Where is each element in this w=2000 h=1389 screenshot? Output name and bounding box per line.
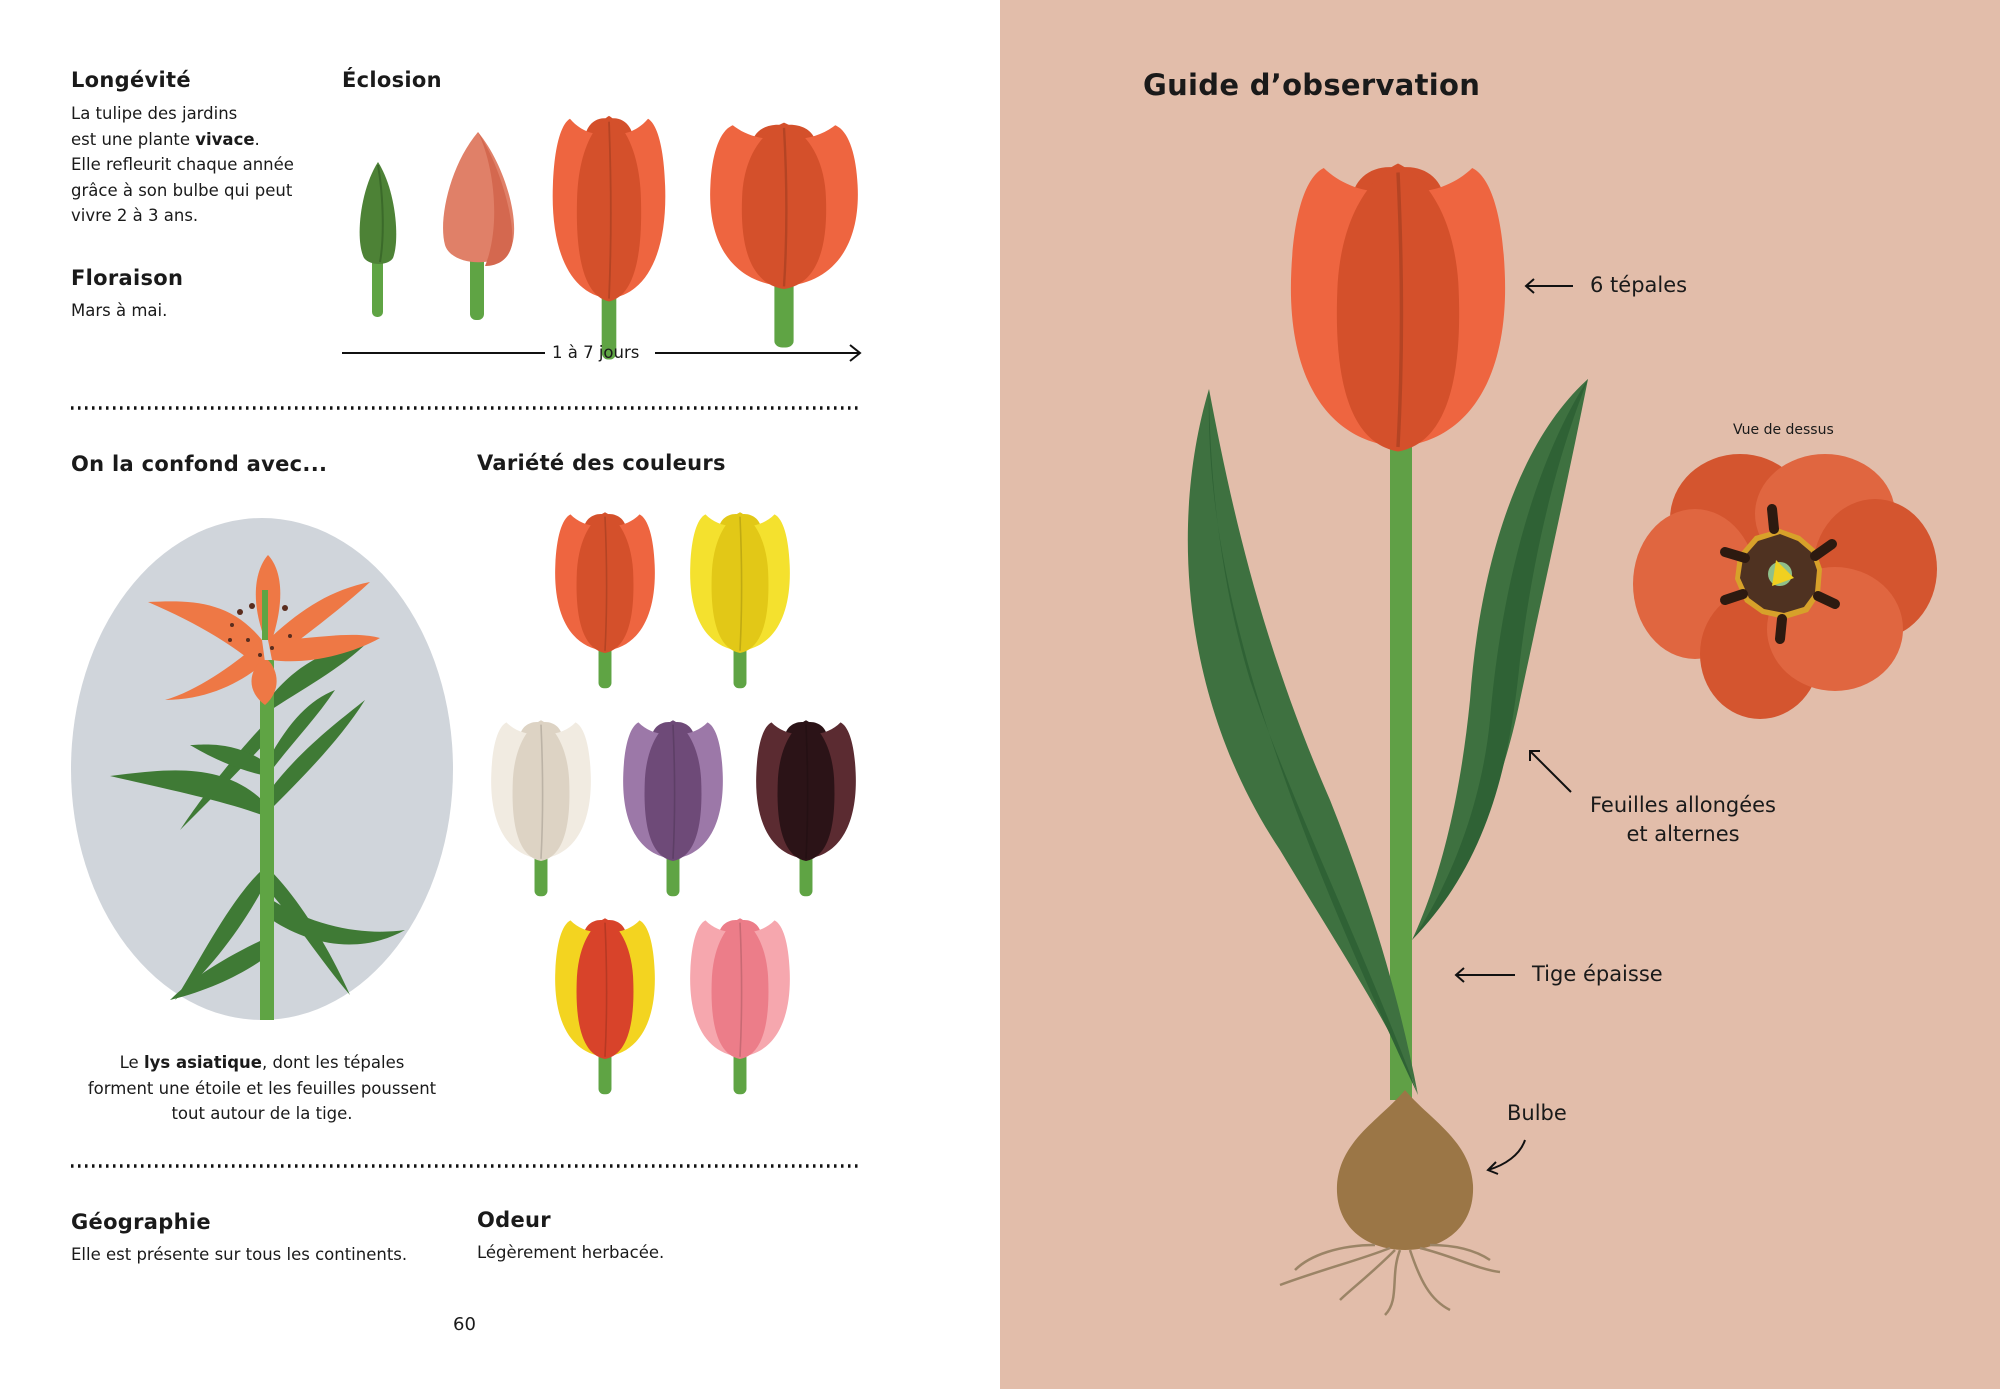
text: Le [119, 1053, 144, 1072]
bold-lys: lys asiatique [143, 1053, 262, 1072]
geographie-text: Elle est présente sur tous les continent… [71, 1245, 408, 1264]
page-number: 60 [453, 1314, 476, 1335]
longevite-line: vivre 2 à 3 ans. [71, 206, 199, 225]
tulip-variety-orange [555, 512, 655, 689]
text: . [254, 129, 260, 149]
lily-caption: Le lys asiatique, dont les tépales forme… [62, 1050, 462, 1127]
longevite-text: La tulipe des jardins est une plante viv… [71, 101, 294, 229]
text: , dont les tépales [261, 1053, 405, 1072]
eclosion-stage-bud-green [359, 162, 397, 317]
text: Feuilles allongées [1589, 793, 1776, 817]
label-tepales: 6 tépales [1590, 273, 1688, 297]
text: forment une étoile et les feuilles pouss… [87, 1078, 437, 1098]
bold-vivace: vivace [195, 129, 255, 149]
confusion-heading: On la confond avec... [71, 452, 328, 476]
annotation-arrows [1454, 278, 1573, 1175]
longevite-line: grâce à son bulbe qui peut [71, 180, 293, 200]
tulip-variety-pink [690, 918, 790, 1095]
longevite-line: Elle refleurit chaque année [71, 155, 294, 174]
tulip-variety-yellow [690, 512, 790, 689]
asiatic-lily-illustration [71, 518, 453, 1020]
page-title: Guide d’observation [1143, 68, 1481, 102]
tulip-variety-white [491, 720, 591, 897]
left-leaf [1187, 389, 1418, 1095]
label-bulbe: Bulbe [1507, 1101, 1567, 1125]
text: et alternes [1626, 822, 1740, 846]
eclosion-duration: 1 à 7 jours [552, 343, 640, 362]
eclosion-stage-open [710, 122, 858, 348]
varieties-heading: Variété des couleurs [477, 451, 726, 475]
longevite-line: La tulipe des jardins [71, 104, 238, 123]
tulip-variety-purple [623, 720, 723, 897]
bulb [1279, 1090, 1501, 1316]
odeur-heading: Odeur [477, 1208, 551, 1232]
geographie-heading: Géographie [71, 1210, 211, 1234]
text: est une plante [71, 129, 196, 149]
label-tige: Tige épaisse [1532, 962, 1663, 986]
longevite-heading: Longévité [71, 68, 191, 92]
tulip-variety-yellow-red [555, 918, 655, 1095]
longevite-line: est une plante vivace. [71, 127, 294, 153]
tulip-variety-black [756, 720, 856, 897]
tulip-top-view [1633, 454, 1937, 719]
main-tulip-flower [1290, 163, 1506, 452]
floraison-heading: Floraison [71, 266, 184, 290]
label-feuilles: Feuilles allongées et alternes [1583, 791, 1783, 849]
label-top-view: Vue de dessus [1733, 422, 1834, 438]
timeline-arrow [342, 344, 862, 362]
floraison-text: Mars à mai. [71, 301, 168, 320]
eclosion-stage-opening [552, 115, 666, 360]
eclosion-stage-bud-pink [443, 132, 515, 320]
tulip-anatomy-illustration [1187, 163, 1588, 1316]
odeur-text: Légèrement herbacée. [477, 1243, 665, 1262]
eclosion-heading: Éclosion [342, 68, 442, 92]
text: tout autour de la tige. [171, 1104, 353, 1123]
